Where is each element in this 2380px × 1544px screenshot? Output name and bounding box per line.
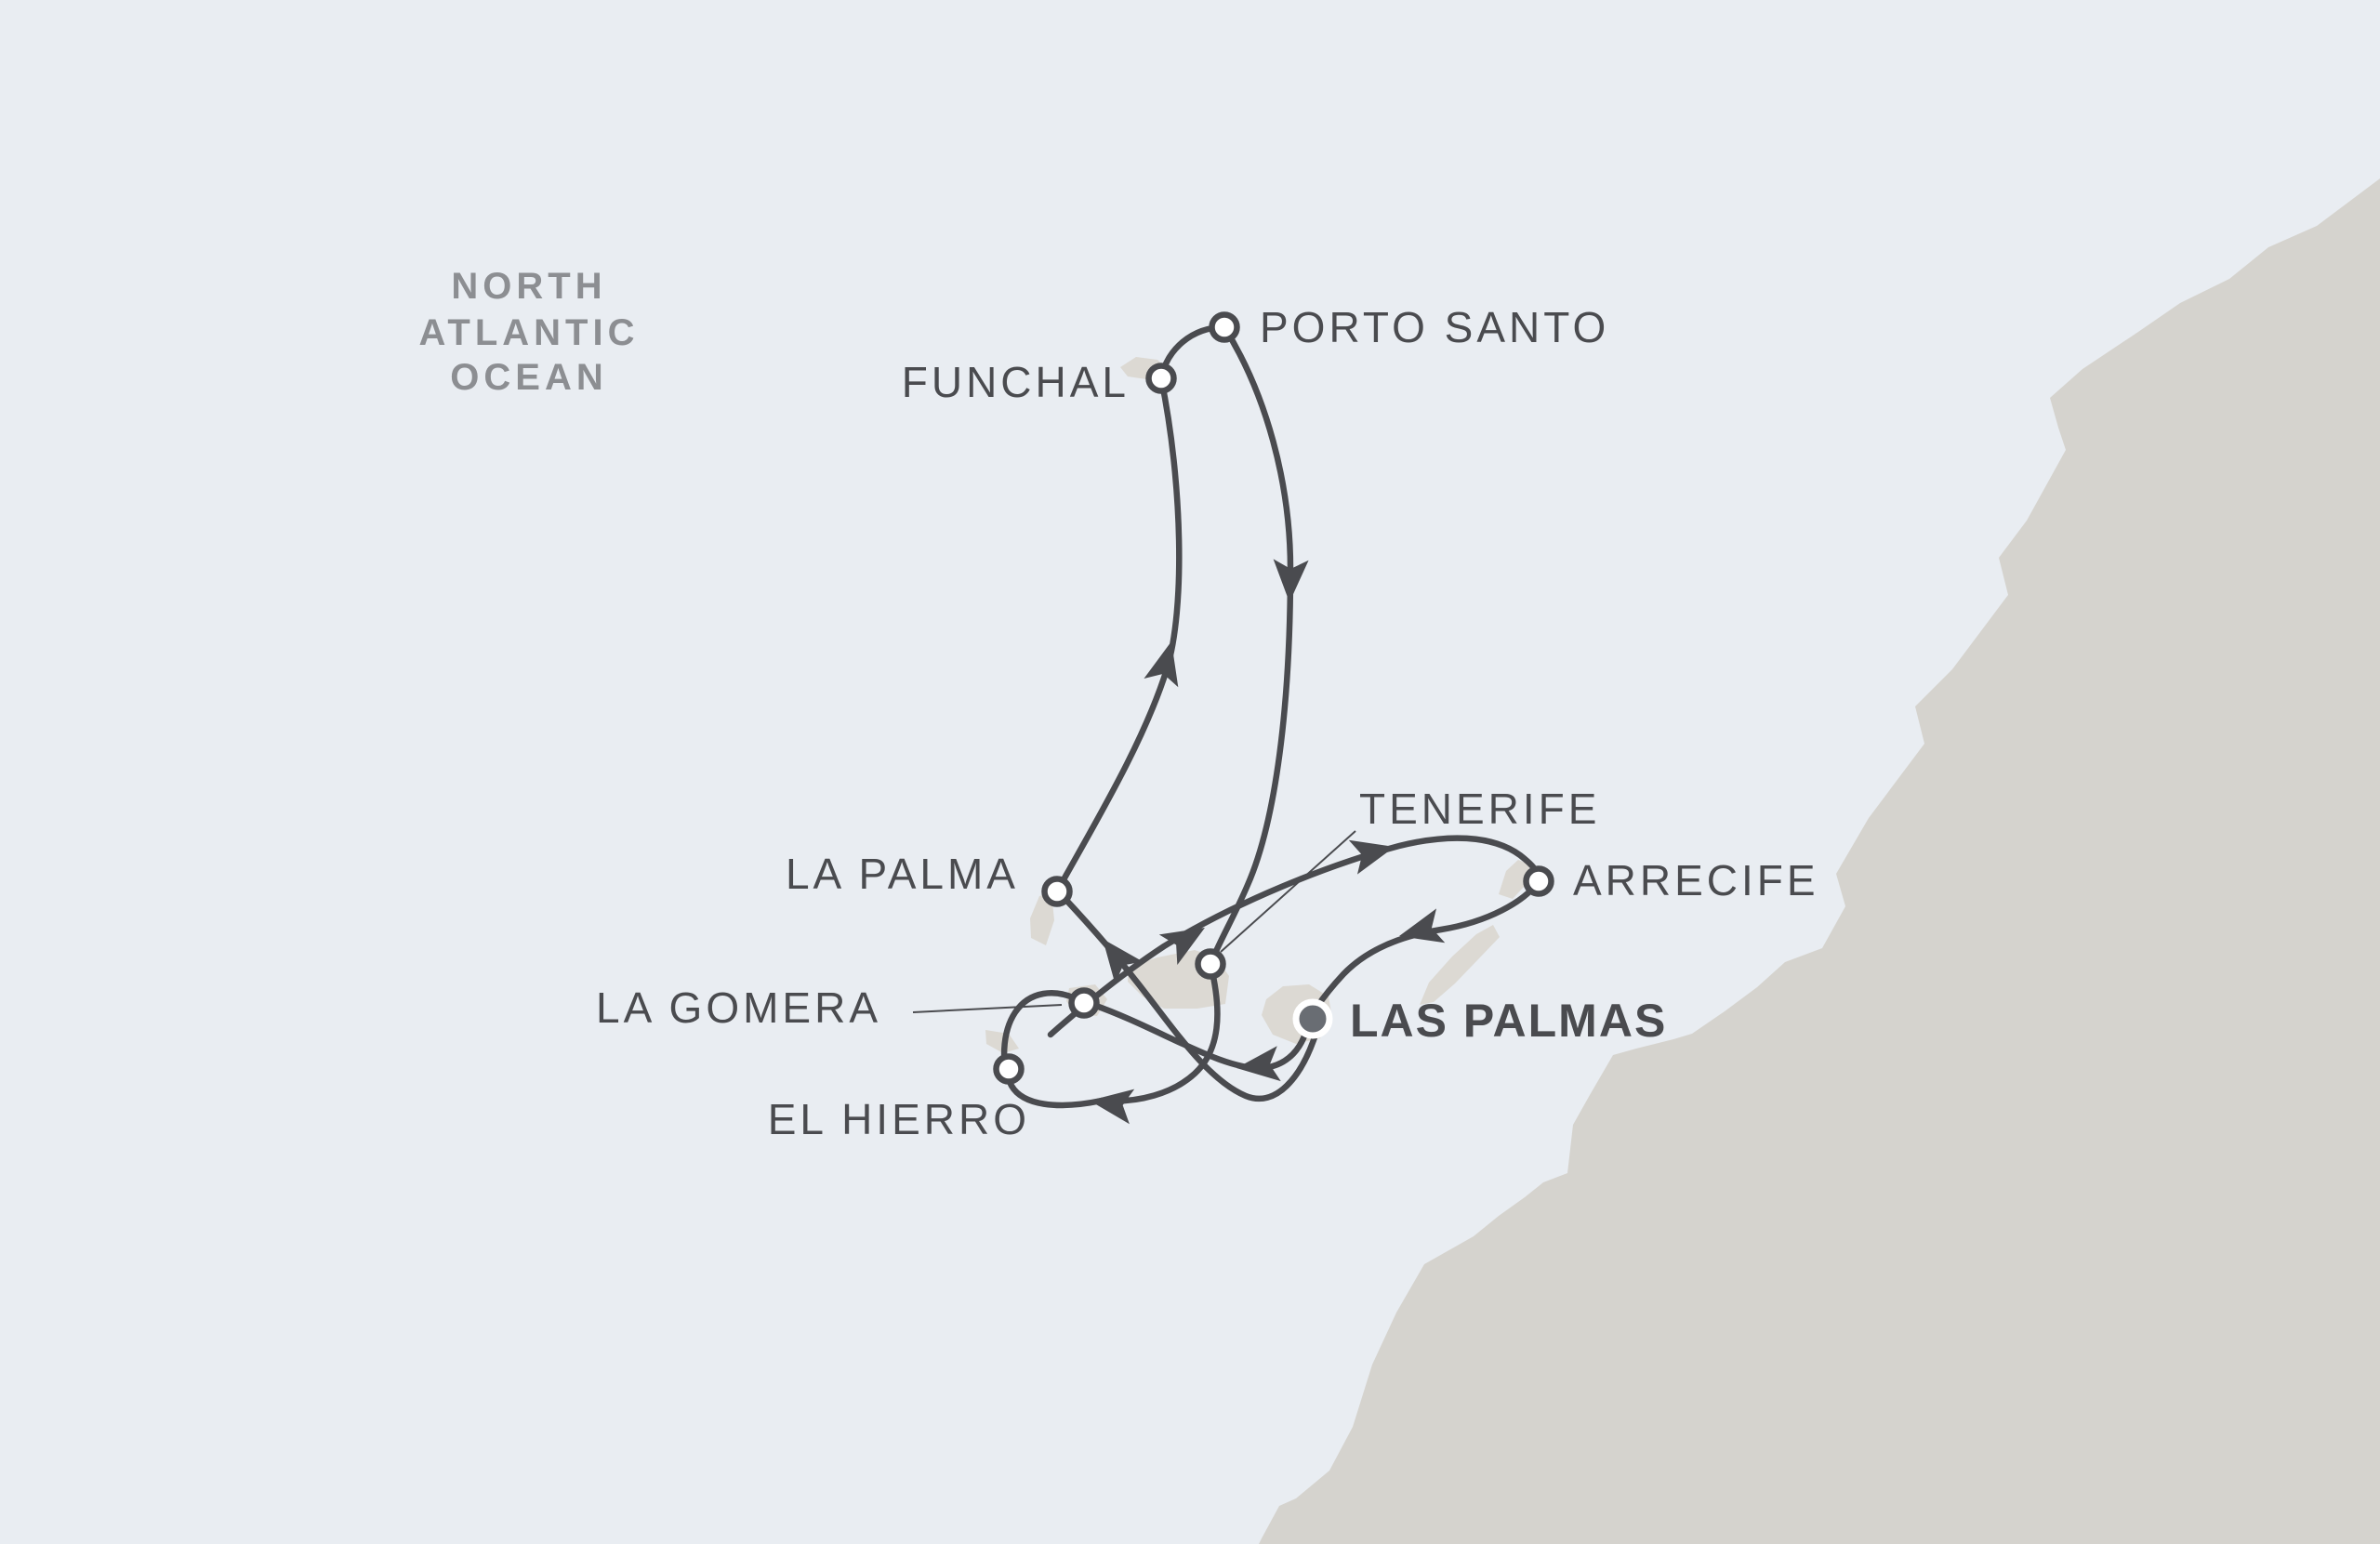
ocean-label-line2: ATLANTIC (419, 312, 640, 353)
route-arrecife-las-palmas (1313, 878, 1542, 1011)
island-la-palma (1030, 892, 1054, 945)
el-hierro-dot (993, 1053, 1025, 1085)
arrecife-dot (1523, 865, 1554, 897)
porto-santo-label: PORTO SANTO (1260, 303, 1609, 351)
ocean-label-line1: NORTH (451, 266, 606, 307)
la-palma-dot (1041, 876, 1073, 907)
porto-santo-dot (1209, 311, 1240, 343)
africa-landmass (1259, 178, 2380, 1544)
island-lanzarote (1499, 860, 1530, 899)
route-la-gomera-arrecife (1047, 835, 1542, 1038)
la-gomera-dot (1068, 987, 1100, 1019)
arrecife-label: ARRECIFE (1573, 856, 1819, 904)
tenerife-leader-line (1220, 830, 1356, 953)
arrow-to-la-palma-icon (1103, 939, 1144, 983)
el-hierro-label: EL HIERRO (768, 1095, 1030, 1143)
arrow-to-el-hierro-icon (1090, 1089, 1135, 1125)
la-gomera-label: LA GOMERA (596, 983, 881, 1032)
arrow-to-la-gomera-icon (1236, 1046, 1281, 1082)
tenerife-label: TENERIFE (1359, 785, 1600, 833)
ocean-label: NORTH ATLANTIC OCEAN (419, 266, 640, 398)
arrow-to-arrecife-2-icon (1348, 839, 1395, 875)
arrow-to-tenerife-south-icon (1273, 559, 1309, 602)
las-palmas-home-dot (1292, 998, 1333, 1039)
arrow-to-arrecife-1-icon (1158, 928, 1205, 965)
funchal-dot (1145, 363, 1177, 394)
funchal-label: FUNCHAL (902, 358, 1130, 406)
route-tenerife-el-hierro-la-gomera (1000, 960, 1221, 1109)
ocean-label-line3: OCEAN (450, 357, 607, 398)
la-palma-label: LA PALMA (786, 850, 1019, 898)
arrow-to-las-palmas-icon (1399, 908, 1446, 944)
arrow-to-funchal-icon (1144, 641, 1179, 688)
island-fuerteventura (1420, 925, 1500, 1005)
las-palmas-label: LAS PALMAS (1350, 995, 1667, 1047)
tenerife-dot (1195, 948, 1226, 980)
la-gomera-leader-line (912, 1004, 1063, 1013)
